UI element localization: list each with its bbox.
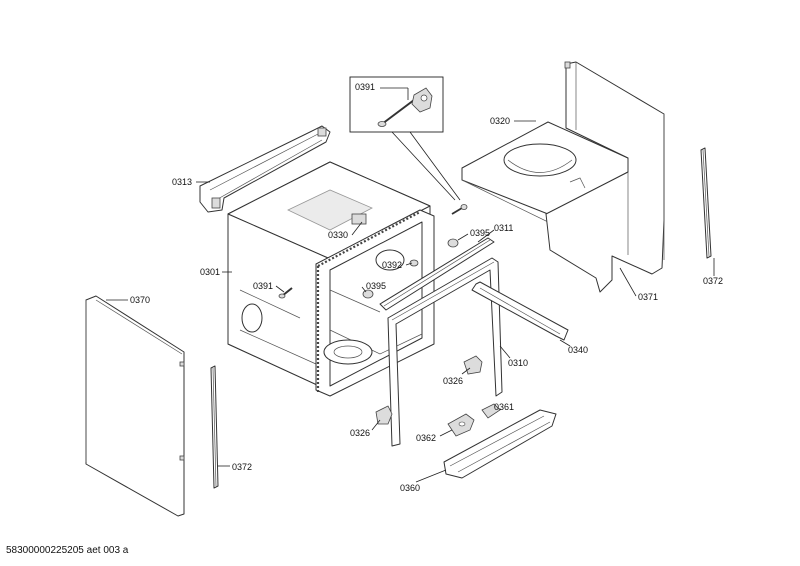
callout-0326-b: 0326 <box>350 419 381 438</box>
svg-text:0313: 0313 <box>172 177 192 187</box>
part-0372-right-strip <box>700 147 712 259</box>
callout-0395-a: 0395 <box>457 228 490 241</box>
callout-0372-right: 0372 <box>703 258 723 286</box>
part-0326-clip-right <box>463 355 483 375</box>
part-0371-side-insulation <box>545 61 665 293</box>
svg-text:0311: 0311 <box>494 223 513 233</box>
svg-text:0395: 0395 <box>366 281 386 291</box>
part-0310-door-seal <box>387 257 503 447</box>
svg-text:0326: 0326 <box>443 376 463 386</box>
part-0392-hinge-pin <box>409 259 419 267</box>
svg-text:0310: 0310 <box>508 358 528 368</box>
part-0362-holder <box>447 413 475 437</box>
part-0340-base-strip <box>471 281 569 341</box>
svg-text:0326: 0326 <box>350 428 370 438</box>
callout-0310: 0310 <box>499 345 528 368</box>
svg-text:0371: 0371 <box>638 292 658 302</box>
svg-text:0361: 0361 <box>494 402 514 412</box>
callout-0395-b: 0395 <box>361 281 386 293</box>
part-0391-screw-top <box>451 204 468 215</box>
callout-0330: 0330 <box>328 221 363 240</box>
callout-0362: 0362 <box>416 429 453 443</box>
part-0326-clip-left <box>375 405 393 425</box>
callout-0370: 0370 <box>106 295 150 305</box>
svg-text:0320: 0320 <box>490 116 510 126</box>
svg-text:0395: 0395 <box>470 228 490 238</box>
inset-detail-0391 <box>349 76 461 201</box>
callout-0320: 0320 <box>490 116 536 126</box>
part-0391-screw <box>278 287 293 299</box>
part-0370-side-panel <box>85 295 185 517</box>
callout-0371: 0371 <box>619 267 658 302</box>
svg-text:0391: 0391 <box>355 82 375 92</box>
callout-0391-inset: 0391 <box>355 82 409 100</box>
callout-0340: 0340 <box>559 339 588 355</box>
part-0395-grommet-lower <box>362 289 374 299</box>
callout-0311: 0311 <box>477 223 513 243</box>
part-0372-left-strip <box>210 365 219 489</box>
part-0313-top-bracket <box>199 125 331 213</box>
callout-0326-a: 0326 <box>443 367 471 386</box>
callouts: 0391 0320 0313 0395 0330 0311 0392 <box>106 82 723 493</box>
part-0360-base-tray <box>443 409 557 479</box>
part-0395-grommet-top <box>447 238 459 248</box>
document-id: 58300000225205 aet 003 a <box>6 545 129 556</box>
part-0320-top-insulation <box>461 121 629 223</box>
part-0301-tub <box>227 161 435 397</box>
svg-text:0362: 0362 <box>416 433 436 443</box>
callout-0392: 0392 <box>382 260 413 270</box>
svg-text:0391: 0391 <box>253 281 273 291</box>
svg-text:0360: 0360 <box>400 483 420 493</box>
svg-text:0340: 0340 <box>568 345 588 355</box>
svg-text:0330: 0330 <box>328 230 348 240</box>
callout-0361: 0361 <box>494 402 514 412</box>
callout-0372-left: 0372 <box>218 462 252 472</box>
svg-text:0372: 0372 <box>232 462 252 472</box>
svg-text:0392: 0392 <box>382 260 402 270</box>
part-0311-front-rail <box>379 237 495 311</box>
callout-0360: 0360 <box>400 469 447 493</box>
svg-text:0372: 0372 <box>703 276 723 286</box>
svg-text:0370: 0370 <box>130 295 150 305</box>
svg-text:0301: 0301 <box>200 267 220 277</box>
part-0361-connector <box>481 403 501 419</box>
callout-0391: 0391 <box>253 281 285 293</box>
callout-0301: 0301 <box>200 267 232 277</box>
callout-0313: 0313 <box>172 177 210 187</box>
